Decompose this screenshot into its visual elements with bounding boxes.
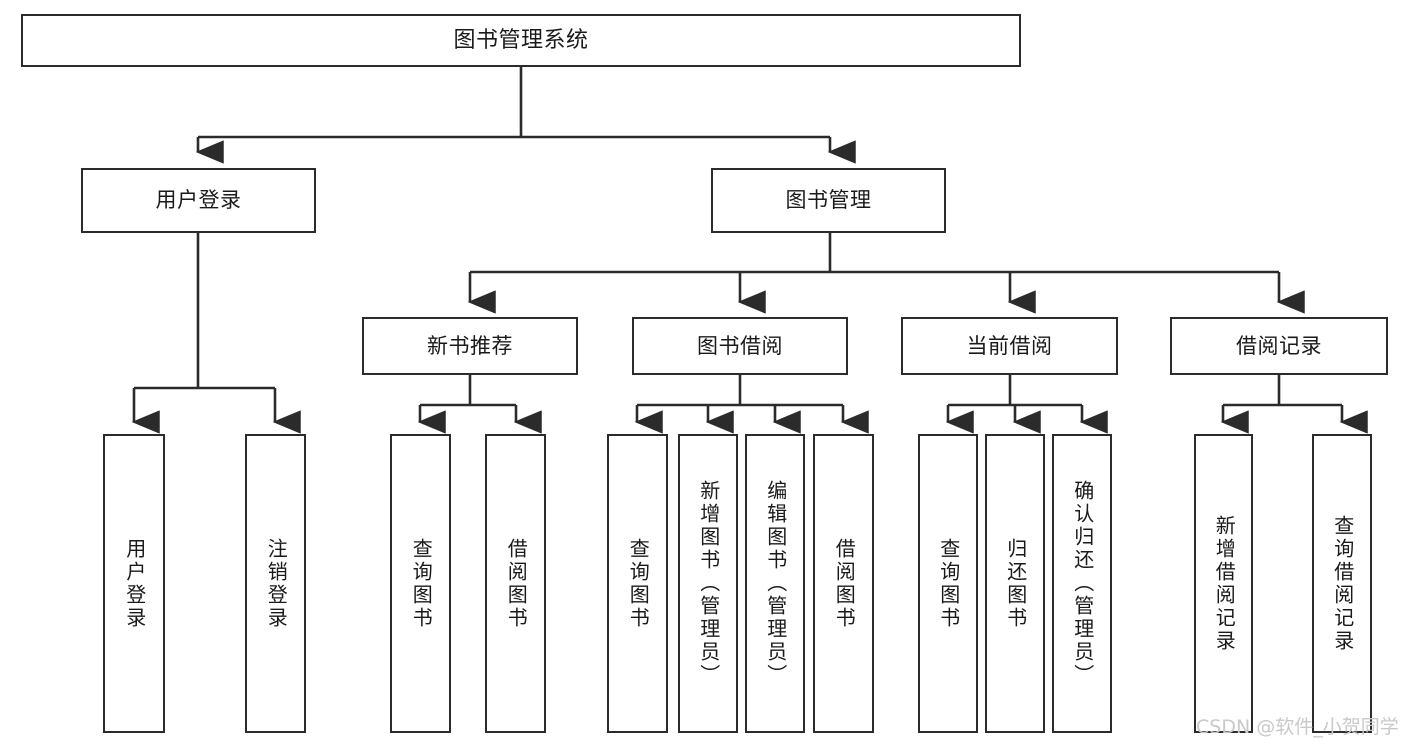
node-book-borrow[interactable]: 图书借阅 (632, 317, 848, 375)
node-label: 借阅图书 (504, 537, 529, 630)
node-label: 图书管理系统 (453, 27, 589, 53)
node-leaf-add-borrow-record[interactable]: 新增借阅记录 (1194, 434, 1253, 733)
node-leaf-user-logout[interactable]: 注销登录 (245, 434, 306, 733)
node-label: 查询图书 (626, 537, 651, 630)
node-label: 归还图书 (1003, 537, 1028, 630)
node-label: 查询图书 (936, 537, 961, 630)
node-leaf-borrow-book-rec[interactable]: 借阅图书 (485, 434, 546, 733)
node-label: 借阅图书 (832, 537, 857, 630)
node-leaf-confirm-return[interactable]: 确认归还（管理员） (1052, 434, 1112, 733)
node-label: 图书借阅 (697, 333, 783, 358)
node-label: 查询图书 (409, 537, 434, 630)
node-leaf-return-book[interactable]: 归还图书 (985, 434, 1045, 733)
node-new-book-recommend[interactable]: 新书推荐 (362, 317, 578, 375)
node-leaf-user-login[interactable]: 用户登录 (103, 434, 165, 733)
node-label: 当前借阅 (966, 333, 1053, 358)
node-leaf-query-book-current[interactable]: 查询图书 (918, 434, 978, 733)
node-leaf-edit-book[interactable]: 编辑图书（管理员） (745, 434, 805, 733)
node-current-borrow[interactable]: 当前借阅 (901, 317, 1118, 375)
node-leaf-query-book-rec[interactable]: 查询图书 (390, 434, 451, 733)
node-label: 确认归还（管理员） (1070, 480, 1095, 687)
node-book-management[interactable]: 图书管理 (711, 168, 946, 233)
node-label: 新增图书（管理员） (696, 480, 721, 687)
node-label: 新增借阅记录 (1212, 514, 1237, 653)
node-label: 注销登录 (264, 537, 289, 630)
node-root-system[interactable]: 图书管理系统 (21, 14, 1021, 67)
node-label: 用户登录 (122, 537, 147, 630)
node-borrow-record[interactable]: 借阅记录 (1170, 317, 1388, 375)
node-label: 查询借阅记录 (1330, 514, 1355, 653)
csdn-watermark: CSDN @软件_小贺同学 (1196, 716, 1399, 738)
node-leaf-query-book-borrow[interactable]: 查询图书 (607, 434, 668, 733)
node-label: 编辑图书（管理员） (763, 480, 788, 687)
node-label: 新书推荐 (427, 333, 513, 358)
node-label: 借阅记录 (1236, 333, 1322, 358)
node-user-login[interactable]: 用户登录 (81, 168, 316, 233)
node-leaf-query-borrow-record[interactable]: 查询借阅记录 (1312, 434, 1372, 733)
node-label: 图书管理 (785, 188, 872, 213)
node-leaf-borrow-book[interactable]: 借阅图书 (813, 434, 874, 733)
node-leaf-add-book[interactable]: 新增图书（管理员） (678, 434, 738, 733)
node-label: 用户登录 (155, 188, 242, 213)
